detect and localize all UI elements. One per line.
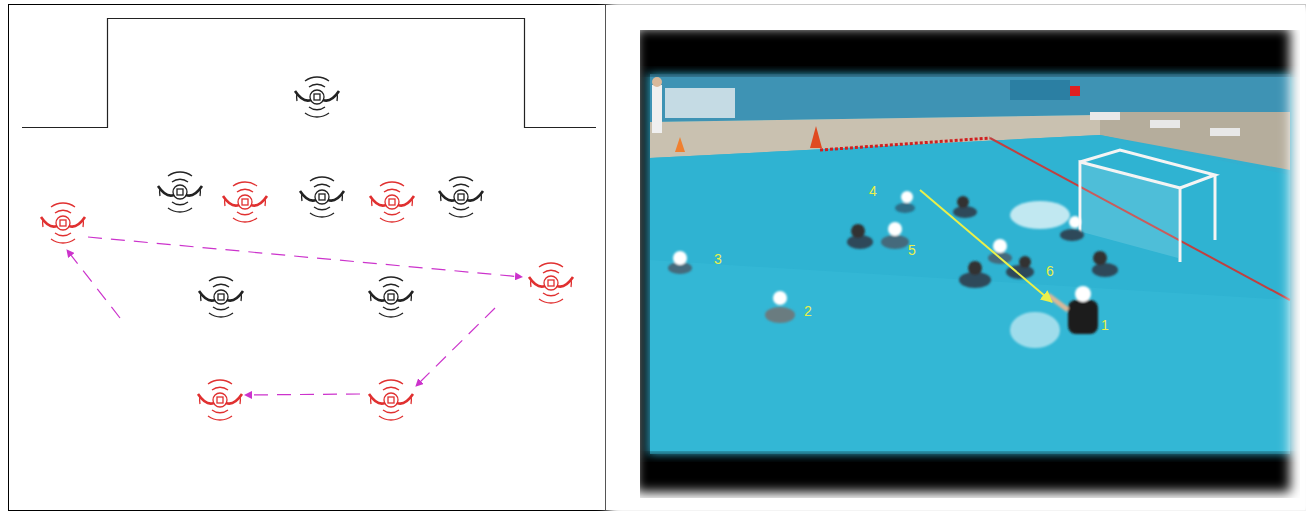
callout-number: 3 xyxy=(714,251,722,267)
callout-number: 2 xyxy=(804,303,812,319)
callout-number: 4 xyxy=(869,183,877,199)
callout-number: 5 xyxy=(908,242,916,258)
callout-number: 1 xyxy=(1101,317,1109,333)
callout-number: 6 xyxy=(1046,263,1054,279)
